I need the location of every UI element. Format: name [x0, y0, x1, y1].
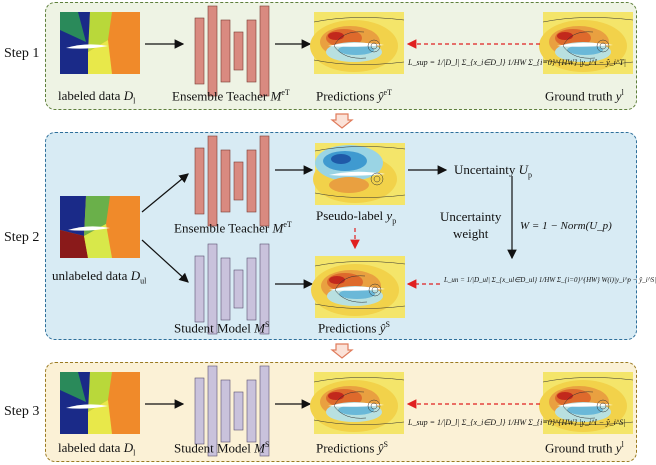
step1-pred-field — [309, 11, 405, 75]
step1-labeled-data-label: labeled data Dl — [58, 88, 136, 106]
step1-predictions-label: Predictions ŷeT — [316, 88, 392, 104]
step3-label: Step 3 — [4, 404, 40, 419]
step2-loss-formula: L_un = 1/|D_ul| Σ_{x_ul∈D_ul} 1/HW Σ_{i=… — [444, 276, 656, 284]
step3-ground-truth-label: Ground truth yl — [545, 440, 624, 456]
step2-pseudo-field — [312, 142, 406, 206]
step1-ground-truth-label: Ground truth yl — [545, 88, 624, 104]
step3-labeled-data-label: labeled data Dl — [58, 440, 136, 458]
diagram-graphics — [60, 5, 634, 457]
step2-student-label: Student Model MS — [174, 320, 270, 336]
step2-input-mesh — [60, 196, 140, 258]
step2-pred-field — [310, 255, 406, 319]
step1-loss-formula: L_sup = 1/|D_l| Σ_{x_i∈D_l} 1/HW Σ_{i=0}… — [408, 58, 626, 67]
step1-label: Step 1 — [4, 46, 40, 61]
step1-teacher-label: Ensemble Teacher MeT — [172, 88, 290, 104]
step2-uncertainty-weight-label: Uncertainty weight — [440, 209, 502, 241]
step2-uncertainty-label: Uncertainty Up — [454, 162, 533, 180]
step3-student-label: Student Model MS — [174, 440, 270, 456]
step2-label: Step 2 — [4, 230, 40, 245]
step1-input-mesh — [60, 12, 140, 74]
step2-teacher-net — [194, 135, 270, 227]
step3-input-mesh — [60, 372, 140, 434]
step3-predictions-label: Predictions ŷS — [316, 440, 388, 456]
step2-unlabeled-data-label: unlabeled data Dul — [52, 268, 147, 286]
step2-weight-formula: W = 1 − Norm(U_p) — [520, 220, 612, 232]
step3-pred-field — [309, 371, 405, 435]
step2-pseudo-label: Pseudo-label yp — [316, 208, 397, 226]
step1-teacher-net — [194, 5, 270, 97]
step2-predictions-label: Predictions ŷS — [318, 320, 390, 336]
step3-loss-formula: L_sup = 1/|D_l| Σ_{x_i∈D_l} 1/HW Σ_{i=0}… — [408, 418, 626, 427]
step2-teacher-label: Ensemble Teacher MeT — [174, 220, 292, 236]
